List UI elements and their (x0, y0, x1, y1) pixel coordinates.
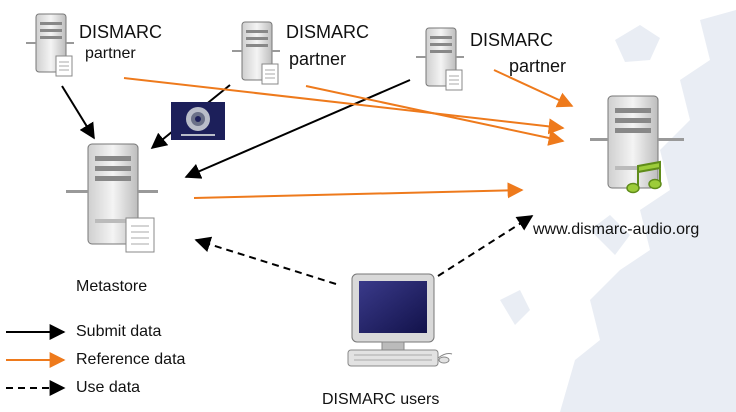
europe-map-background (500, 10, 736, 412)
legend-reference-label: Reference data (76, 351, 186, 368)
partner-label-2: DISMARC partner (286, 22, 369, 70)
legend-submit-label: Submit data (76, 323, 162, 340)
server-icon (416, 27, 464, 91)
reference-arrow-partner2 (305, 85, 565, 146)
partner-label-line2: partner (509, 56, 567, 76)
legend (6, 324, 66, 396)
use-arrow-metastore (194, 236, 337, 285)
partner-label-line1: DISMARC (470, 30, 554, 50)
document-icon (261, 63, 279, 85)
partner-label-1: DISMARC partner (79, 22, 162, 64)
legend-use-label: Use data (76, 379, 141, 396)
submit-arrow-partner3 (184, 79, 411, 179)
reference-arrow-partner3 (493, 69, 574, 108)
reference-arrow-partner1 (123, 77, 565, 135)
document-icon (55, 55, 73, 77)
server-icon (66, 143, 158, 253)
submit-arrow-partner1 (61, 85, 95, 140)
server-icon (232, 21, 280, 85)
reference-arrow-metastore (193, 182, 524, 199)
users-label: DISMARC users (322, 391, 440, 408)
computer-icon (347, 273, 453, 367)
portal-label: www.dismarc-audio.org (533, 221, 700, 238)
use-arrow-portal (437, 215, 534, 277)
document-icon (125, 217, 155, 253)
server-icon (590, 95, 684, 194)
partner-label-3: DISMARC partner (470, 30, 566, 77)
partner-label-line2: partner (85, 45, 136, 62)
metastore-label: Metastore (76, 278, 148, 295)
server-icon (26, 13, 74, 77)
partner-label-line2: partner (289, 49, 347, 69)
music-note-icon (626, 160, 662, 194)
partner-label-line1: DISMARC (79, 22, 163, 42)
open-archives-logo (171, 102, 225, 140)
partner-label-line1: DISMARC (286, 22, 370, 42)
document-icon (445, 69, 463, 91)
flow-arrows (61, 69, 574, 285)
